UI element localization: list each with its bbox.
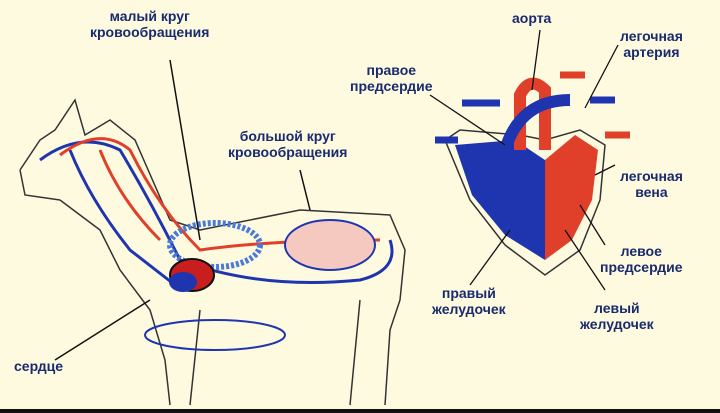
pointer-lines [54, 59, 311, 361]
organ-loop [284, 219, 376, 271]
red-arrows [560, 71, 630, 139]
pulmonary-artery-vessel [499, 94, 571, 152]
label-aorta: аорта [512, 10, 552, 26]
bottom-border [0, 409, 720, 413]
venous-vessel [39, 140, 394, 287]
heart-pointer-lines [429, 29, 619, 291]
lung-loop [167, 220, 263, 270]
label-heart: сердце [14, 358, 64, 374]
organ-loop [144, 319, 286, 351]
dog-heart-right [169, 272, 197, 292]
heart-left-side [545, 135, 598, 260]
aorta [514, 77, 551, 150]
dog-outline [19, 98, 406, 406]
heart-right-side [455, 140, 545, 260]
